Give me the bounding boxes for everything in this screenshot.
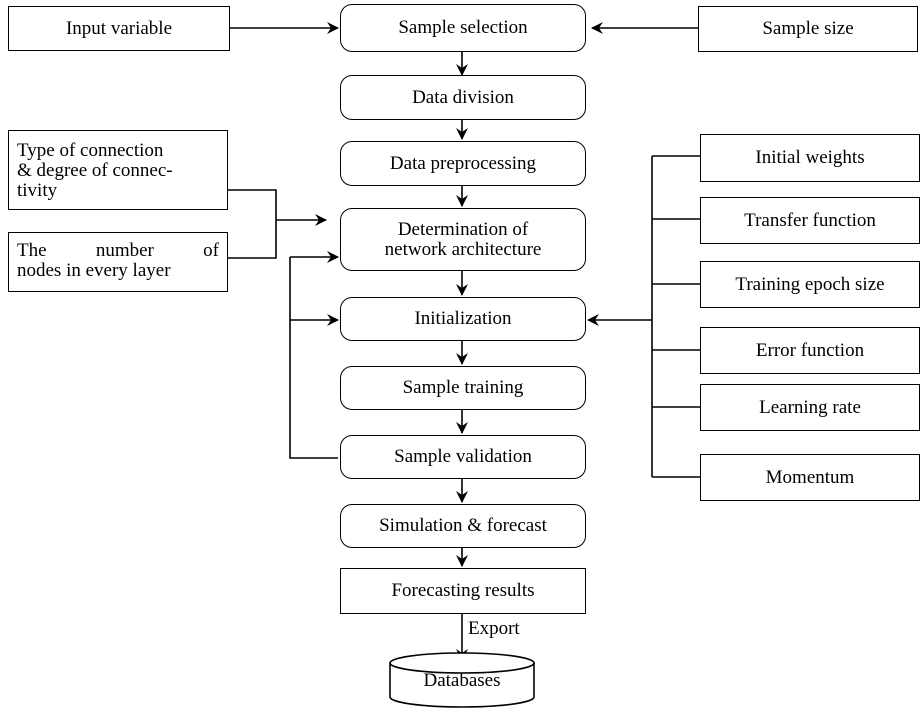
step-sample-training: Sample training [340, 366, 586, 410]
step-initialization-label: Initialization [414, 308, 512, 329]
export-label: Export [468, 618, 520, 639]
param-learning-rate-label: Learning rate [759, 396, 861, 418]
input-variable-box: Input variable [8, 6, 230, 51]
database-label: Databases [423, 670, 501, 691]
param-initial-weights: Initial weights [700, 134, 920, 182]
param-error-function: Error function [700, 327, 920, 374]
step-sample-selection-label: Sample selection [398, 17, 528, 38]
sample-size-box: Sample size [698, 6, 918, 52]
feedback-loop [289, 257, 338, 459]
connection-type-line2: & degree of connec- [17, 160, 173, 181]
connection-type-line3: tivity [17, 180, 58, 201]
param-initial-weights-label: Initial weights [755, 147, 865, 168]
param-learning-rate: Learning rate [700, 384, 920, 431]
node-count-line2: nodes in every layer [17, 260, 171, 281]
param-training-epoch-size: Training epoch size [700, 261, 920, 308]
node-count-box: The number of nodes in every layer [8, 232, 228, 292]
param-momentum-label: Momentum [765, 466, 855, 488]
step-data-preprocessing: Data preprocessing [340, 141, 586, 186]
param-transfer-function: Transfer function [700, 197, 920, 244]
param-transfer-function-label: Transfer function [744, 209, 876, 231]
step-data-division: Data division [340, 75, 586, 120]
step-initialization: Initialization [340, 297, 586, 341]
step-forecasting-results: Forecasting results [340, 568, 586, 614]
connection-type-box: Type of connection & degree of connec- t… [8, 130, 228, 210]
step-simulation-forecast: Simulation & forecast [340, 504, 586, 548]
input-variable-label: Input variable [65, 17, 173, 39]
node-count-line1: The number of [17, 240, 219, 261]
step-network-architecture: Determination of network architecture [340, 208, 586, 271]
step-network-architecture-label: Determination of network architecture [384, 218, 542, 260]
step-sample-validation: Sample validation [340, 435, 586, 479]
param-training-epoch-size-label: Training epoch size [735, 273, 885, 295]
step-sample-selection: Sample selection [340, 4, 586, 52]
connection-type-line1: Type of connection [17, 140, 164, 161]
param-error-function-label: Error function [755, 339, 865, 361]
step-simulation-forecast-label: Simulation & forecast [379, 515, 547, 536]
bracket-architecture-inputs [228, 189, 277, 259]
step-data-division-label: Data division [412, 86, 514, 108]
step-forecasting-results-label: Forecasting results [391, 580, 535, 601]
database-cylinder [389, 663, 535, 708]
sample-size-label: Sample size [762, 18, 854, 39]
step-sample-training-label: Sample training [402, 377, 524, 398]
step-sample-validation-label: Sample validation [394, 446, 532, 467]
step-data-preprocessing-label: Data preprocessing [389, 152, 537, 174]
param-momentum: Momentum [700, 454, 920, 501]
